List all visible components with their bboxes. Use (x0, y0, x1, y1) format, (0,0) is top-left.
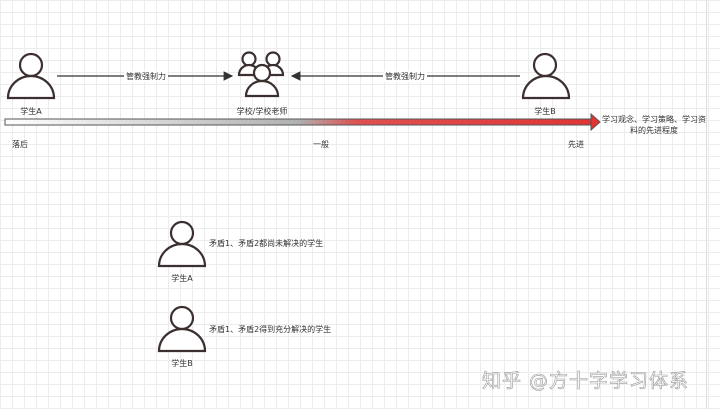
arrow-right-label: 管教强制力 (383, 71, 427, 82)
arrow-left-label: 管教强制力 (124, 71, 168, 82)
legend-student-b-person-icon (157, 305, 207, 353)
student-a-person-icon (6, 52, 56, 100)
scale-mid-label: 一般 (313, 140, 329, 149)
legend-student-b-desc: 矛盾1、矛盾2得到充分解决的学生 (209, 325, 332, 334)
school-label: 学校/学校老师 (236, 107, 288, 116)
student-b-label: 学生B (534, 107, 556, 116)
legend-student-a-label: 学生A (171, 274, 193, 283)
watermark: 知乎 @方十字学习体系 (482, 370, 690, 393)
legend-student-a-person-icon (157, 220, 207, 268)
student-a-label: 学生A (20, 107, 42, 116)
legend-student-b-label: 学生B (171, 359, 193, 368)
legend-student-a-desc: 矛盾1、矛盾2都尚未解决的学生 (209, 239, 324, 248)
canvas-edge (706, 0, 707, 409)
scale-axis-label: 学习观念、学习策略、学习资料的先进程度 (602, 115, 706, 135)
scale-low-label: 落后 (12, 140, 28, 149)
school-teachers-group-icon (237, 51, 285, 98)
scale-high-label: 先进 (568, 140, 584, 149)
student-b-person-icon (521, 52, 571, 100)
progress-scale-arrow (4, 112, 601, 132)
